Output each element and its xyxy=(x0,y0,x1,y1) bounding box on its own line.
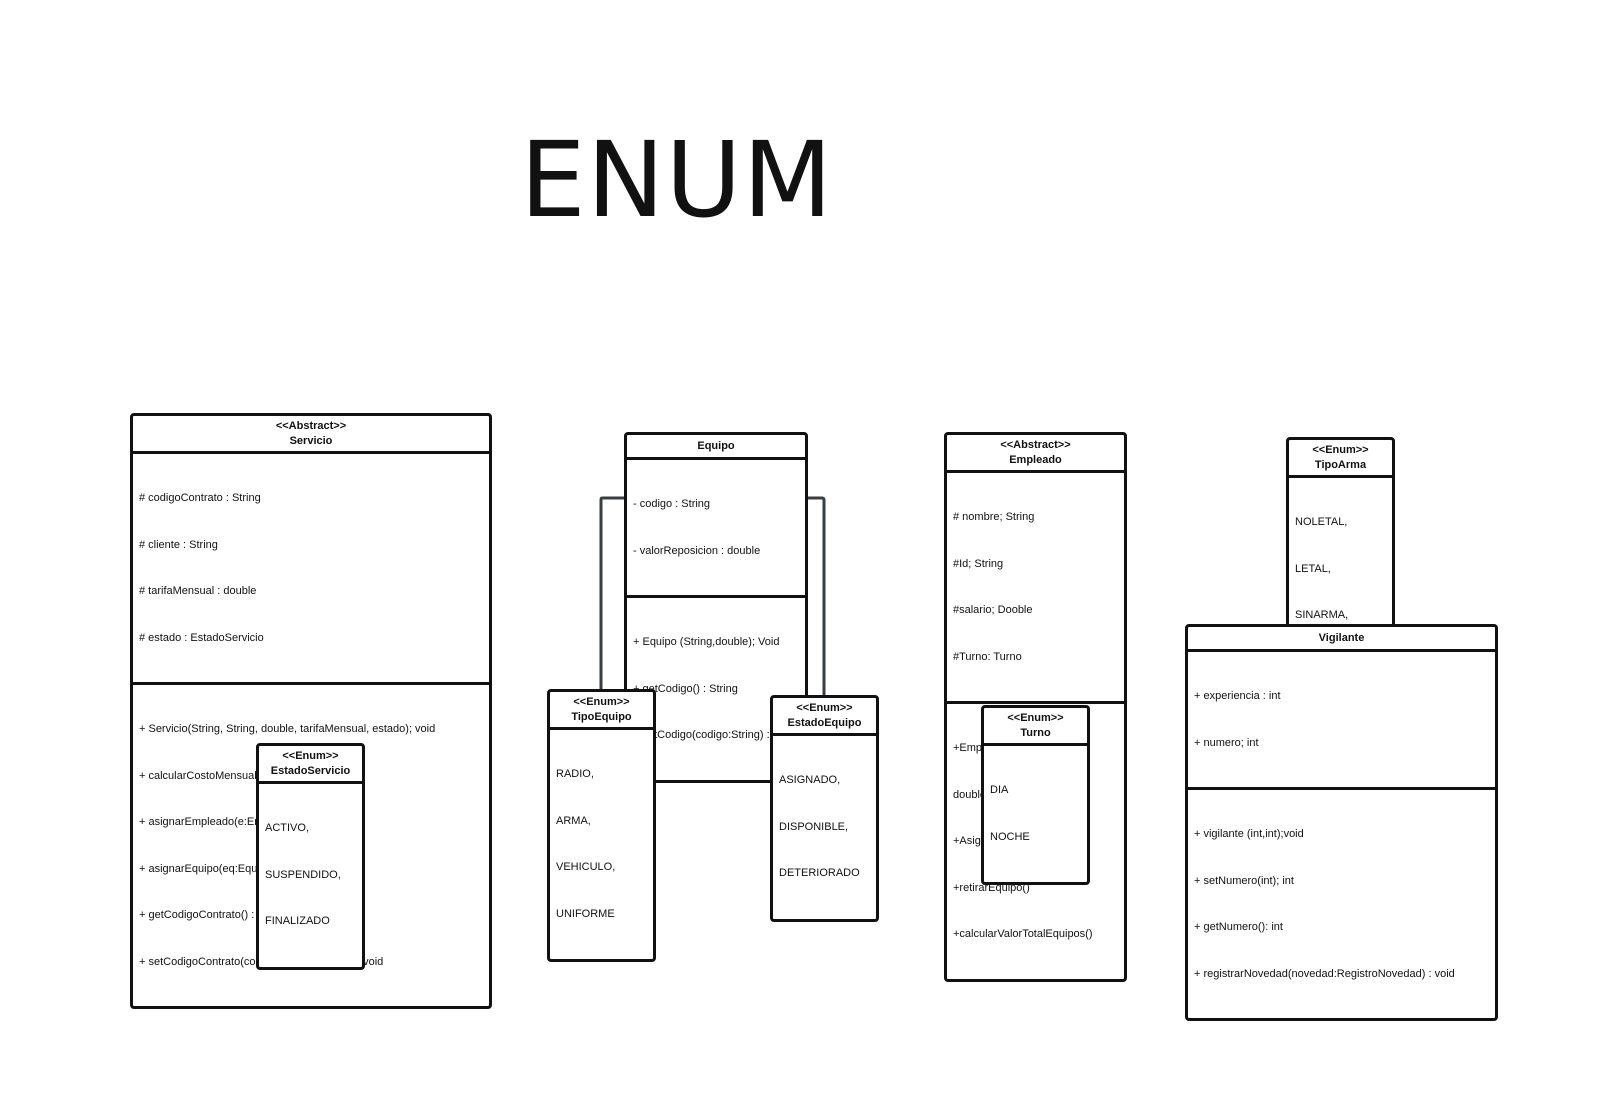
values-section: ASIGNADO, DISPONIBLE, DETERIORADO xyxy=(773,736,876,919)
attribute: - codigo : String xyxy=(633,498,711,510)
link-equipo-tipoequipo xyxy=(599,496,626,691)
method: + getNumero(): int xyxy=(1194,921,1283,933)
enum-value: DIA xyxy=(990,784,1009,796)
values-section: DIA NOCHE xyxy=(984,746,1087,882)
method: + Equipo (String,double); Void xyxy=(633,636,780,648)
class-header: <<Enum>> EstadoServicio xyxy=(259,746,362,784)
enum-value: NOCHE xyxy=(990,830,1030,843)
attribute: # estado : EstadoServicio xyxy=(139,631,264,644)
attribute: # cliente : String xyxy=(139,538,218,551)
attribute: - valorReposicion : double xyxy=(633,544,761,557)
class-header: <<Enum>> TipoArma xyxy=(1289,440,1392,478)
class-name: TipoArma xyxy=(1314,459,1367,471)
method: +calcularValorTotalEquipos() xyxy=(953,928,1093,940)
class-name: EstadoEquipo xyxy=(787,717,862,729)
attributes-section: # codigoContrato : String # cliente : St… xyxy=(133,454,489,682)
class-name: Empleado xyxy=(1009,454,1062,466)
method: + registrarNovedad(novedad:RegistroNoved… xyxy=(1194,967,1455,980)
class-name: TipoEquipo xyxy=(571,711,632,723)
stereotype-label: <<Enum>> xyxy=(796,702,853,714)
attribute: # tarifaMensual : double xyxy=(139,585,257,597)
class-header: <<Enum>> EstadoEquipo xyxy=(773,698,876,736)
methods-section: + Equipo (String,double); Void + getCodi… xyxy=(627,595,805,780)
method: + vigilante (int,int);void xyxy=(1194,828,1304,840)
class-name: EstadoServicio xyxy=(270,765,351,777)
enum-value: RADIO, xyxy=(556,768,594,780)
attribute: # codigoContrato : String xyxy=(139,492,261,504)
class-header: Vigilante xyxy=(1188,627,1495,652)
method: + setNumero(int); int xyxy=(1194,874,1294,887)
method: + Servicio(String, String, double, tarif… xyxy=(139,723,436,735)
class-header: <<Enum>> TipoEquipo xyxy=(550,692,653,730)
class-name: Turno xyxy=(1020,727,1051,739)
enum-value: VEHICULO, xyxy=(556,861,616,873)
enum-tipoequipo[interactable]: <<Enum>> TipoEquipo RADIO, ARMA, VEHICUL… xyxy=(547,689,656,962)
enum-value: NOLETAL, xyxy=(1295,516,1348,528)
enum-value: ACTIVO, xyxy=(265,822,310,834)
diagram-title: ENUM xyxy=(520,119,834,241)
enum-value: FINALIZADO xyxy=(265,915,330,927)
enum-value: UNIFORME xyxy=(556,907,615,920)
class-vigilante[interactable]: Vigilante + experiencia : int + numero; … xyxy=(1185,624,1498,1021)
class-header: <<Abstract>> Empleado xyxy=(947,435,1124,473)
enum-value: LETAL, xyxy=(1295,562,1331,575)
class-name: Servicio xyxy=(289,435,333,447)
stereotype-label: <<Enum>> xyxy=(1007,712,1064,724)
stereotype-label: <<Abstract>> xyxy=(1000,439,1071,451)
link-equipo-estadoequipo xyxy=(807,496,826,697)
enum-turno[interactable]: <<Enum>> Turno DIA NOCHE xyxy=(981,705,1090,885)
enum-value: DETERIORADO xyxy=(779,867,860,879)
attribute: # nombre; String xyxy=(953,511,1035,523)
attributes-section: + experiencia : int + numero; int xyxy=(1188,652,1495,787)
attribute: + numero; int xyxy=(1194,736,1259,749)
enum-estadoequipo[interactable]: <<Enum>> EstadoEquipo ASIGNADO, DISPONIB… xyxy=(770,695,879,922)
class-header: <<Enum>> Turno xyxy=(984,708,1087,746)
attribute: #Turno: Turno xyxy=(953,650,1022,663)
values-section: ACTIVO, SUSPENDIDO, FINALIZADO xyxy=(259,784,362,967)
enum-value: SUSPENDIDO, xyxy=(265,868,341,881)
class-name: Vigilante xyxy=(1318,632,1365,644)
stereotype-label: <<Abstract>> xyxy=(275,420,347,432)
attributes-section: - codigo : String - valorReposicion : do… xyxy=(627,460,805,595)
enum-value: ASIGNADO, xyxy=(779,774,841,786)
enum-value: ARMA, xyxy=(556,814,591,827)
methods-section: + vigilante (int,int);void + setNumero(i… xyxy=(1188,787,1495,1018)
attributes-section: # nombre; String #Id; String #salario; D… xyxy=(947,473,1124,701)
attribute: + experiencia : int xyxy=(1194,690,1281,702)
class-header: <<Abstract>> Servicio xyxy=(133,416,489,454)
class-header: Equipo xyxy=(627,435,805,460)
stereotype-label: <<Enum>> xyxy=(573,696,630,708)
enum-value: DISPONIBLE, xyxy=(779,820,849,833)
values-section: RADIO, ARMA, VEHICULO, UNIFORME xyxy=(550,730,653,959)
values-section: NOLETAL, LETAL, SINARMA, xyxy=(1289,478,1392,661)
method: + getCodigo() : String xyxy=(633,682,738,695)
enum-estadoservicio[interactable]: <<Enum>> EstadoServicio ACTIVO, SUSPENDI… xyxy=(256,743,365,970)
attribute: #Id; String xyxy=(953,557,1004,570)
stereotype-label: <<Enum>> xyxy=(282,750,339,762)
class-name: Equipo xyxy=(697,440,735,452)
enum-value: SINARMA, xyxy=(1295,609,1349,621)
attribute: #salario; Dooble xyxy=(953,604,1033,616)
stereotype-label: <<Enum>> xyxy=(1312,444,1369,456)
